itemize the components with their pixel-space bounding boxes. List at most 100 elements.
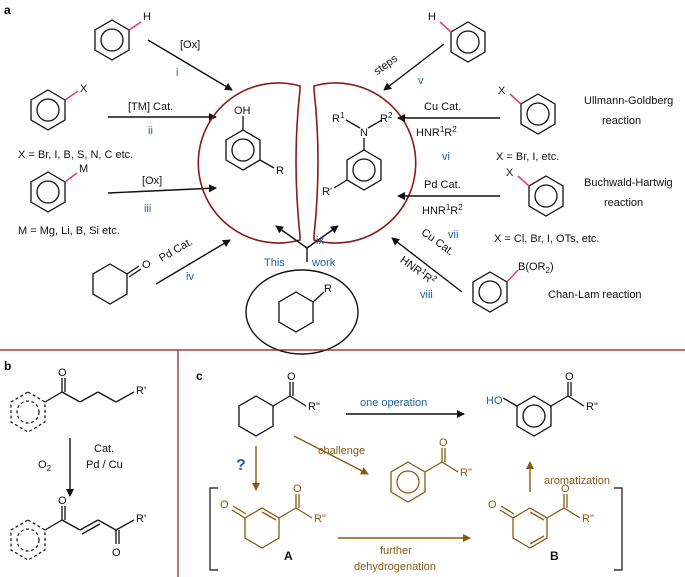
ketone-o-bot2: O bbox=[112, 547, 121, 559]
reagent-pd-iv: Pd Cat. bbox=[157, 236, 195, 265]
x-atom-vi: X bbox=[498, 85, 506, 97]
arrow-iv bbox=[155, 239, 231, 285]
further-label: further bbox=[380, 545, 412, 557]
work-label: work bbox=[311, 257, 336, 269]
arrow-viii bbox=[391, 237, 463, 293]
arrow-i bbox=[147, 39, 233, 91]
bracket-left bbox=[209, 487, 218, 571]
step-vi: vi bbox=[442, 151, 450, 163]
benzene-m-iii: M bbox=[30, 163, 88, 213]
a-r: R" bbox=[314, 513, 326, 525]
cyclohexyl-ketone-start: O R" bbox=[238, 371, 320, 437]
amine-vi: HNR1R2 bbox=[416, 125, 457, 139]
phenol-container-ring bbox=[197, 82, 301, 244]
reagent-steps-v: steps bbox=[372, 52, 401, 77]
benzene-h-top-left: H bbox=[94, 11, 151, 61]
step-iv: iv bbox=[186, 271, 194, 283]
reagent-b-pdcu: Pd / Cu bbox=[86, 459, 123, 471]
m-atom: M bbox=[79, 163, 88, 175]
o-atom: O bbox=[142, 259, 151, 271]
scope-vi: X = Br, I, etc. bbox=[496, 151, 559, 163]
product-r: R" bbox=[586, 401, 598, 413]
product-ho: HO bbox=[486, 395, 503, 407]
panel-label-c: c bbox=[196, 369, 203, 383]
scope-ii: X = Br, I, B, S, N, C etc. bbox=[18, 149, 133, 161]
ullmann-name-1: Ullmann-Goldberg bbox=[584, 95, 673, 107]
phenylboronate-viii: B(OR2) bbox=[472, 261, 554, 313]
step-ix: ix bbox=[316, 235, 324, 247]
h-atom-right: H bbox=[428, 11, 436, 23]
dehydrogenation-label: dehydrogenation bbox=[354, 561, 436, 573]
benzene-h-top-right: H bbox=[428, 11, 486, 63]
challenge-o: O bbox=[439, 437, 448, 449]
r1-group: R1 bbox=[332, 111, 345, 125]
r-group-phenol: R bbox=[276, 165, 284, 177]
arrow-iii bbox=[107, 184, 217, 194]
product-o: O bbox=[565, 371, 574, 383]
question-mark: ? bbox=[236, 457, 246, 474]
ullmann-name-2: reaction bbox=[602, 115, 641, 127]
meta-hydroxy-ketone-product: HO O R" bbox=[486, 371, 598, 437]
cyclohexyl-r-structure: R bbox=[278, 283, 332, 333]
benzene-x-vi: X bbox=[498, 85, 556, 135]
one-operation-label: one operation bbox=[360, 397, 427, 409]
oh-group: OH bbox=[234, 105, 251, 117]
reagent-pd-vii: Pd Cat. bbox=[424, 179, 461, 191]
aniline-container-ring bbox=[313, 82, 417, 244]
challenge-r: R" bbox=[460, 467, 472, 479]
arrow-to-phenol bbox=[275, 225, 308, 249]
x-atom-vii: X bbox=[506, 167, 514, 179]
step-ii: ii bbox=[148, 125, 153, 137]
intermediate-a: O O R" A bbox=[220, 483, 326, 563]
b-o1: O bbox=[488, 499, 497, 511]
enone-starting-material: O R' bbox=[10, 367, 146, 433]
cyclohexanone-iv: O bbox=[92, 259, 151, 305]
amine-vii: HNR1R2 bbox=[422, 203, 463, 217]
ketone-o-top: O bbox=[58, 367, 67, 379]
reagent-ox-i: [Ox] bbox=[180, 39, 200, 51]
a-o1: O bbox=[220, 499, 229, 511]
buchwald-name-2: reaction bbox=[604, 197, 643, 209]
r-prime-top: R' bbox=[136, 385, 146, 397]
aromatization-label: aromatization bbox=[544, 475, 610, 487]
scope-iii: M = Mg, Li, B, Si etc. bbox=[18, 225, 120, 237]
this-label: This bbox=[264, 257, 285, 269]
challenge-label: challenge bbox=[318, 445, 365, 457]
a-o2: O bbox=[293, 483, 302, 495]
chan-lam-name: Chan-Lam reaction bbox=[548, 289, 642, 301]
step-vii: vii bbox=[448, 229, 458, 241]
buchwald-name-1: Buchwald-Hartwig bbox=[584, 177, 673, 189]
meta-phenol-structure: OH R bbox=[225, 105, 284, 177]
benzene-x-ii: X bbox=[30, 83, 88, 131]
a-label: A bbox=[284, 549, 293, 563]
ketone-o-bot1: O bbox=[58, 495, 67, 507]
r-prime-bot: R' bbox=[136, 513, 146, 525]
reagent-cu-vi: Cu Cat. bbox=[424, 101, 461, 113]
panel-label-b: b bbox=[4, 359, 11, 373]
aryl-ketone-challenge: O R" bbox=[390, 437, 472, 503]
benzene-x-vii: X bbox=[506, 167, 564, 217]
meta-aniline-structure: N R1 R2 R' bbox=[322, 111, 393, 198]
start-o: O bbox=[287, 371, 296, 383]
cyclohexyl-ellipse bbox=[245, 269, 359, 355]
step-viii: viii bbox=[420, 289, 433, 301]
arrow-v bbox=[383, 43, 445, 91]
b-r: R" bbox=[582, 513, 594, 525]
enedione-product: O O R' bbox=[10, 495, 146, 561]
cyclohexyl-r: R bbox=[324, 283, 332, 295]
rprime-group: R' bbox=[322, 186, 332, 198]
b-o2: O bbox=[561, 483, 570, 495]
panel-label-a: a bbox=[4, 3, 11, 17]
bracket-right bbox=[614, 487, 623, 571]
reagent-b-cat: Cat. bbox=[94, 443, 114, 455]
reagent-tm-ii: [TM] Cat. bbox=[128, 101, 173, 113]
r2-group: R2 bbox=[380, 111, 393, 125]
step-v: v bbox=[418, 75, 424, 87]
b-label: B bbox=[550, 549, 559, 563]
start-r: R" bbox=[308, 401, 320, 413]
arrow-to-aniline bbox=[306, 225, 339, 249]
scope-vii: X = Cl, Br, I, OTs, etc. bbox=[494, 233, 599, 245]
reagent-ox-iii: [Ox] bbox=[142, 175, 162, 187]
x-atom: X bbox=[80, 83, 88, 95]
